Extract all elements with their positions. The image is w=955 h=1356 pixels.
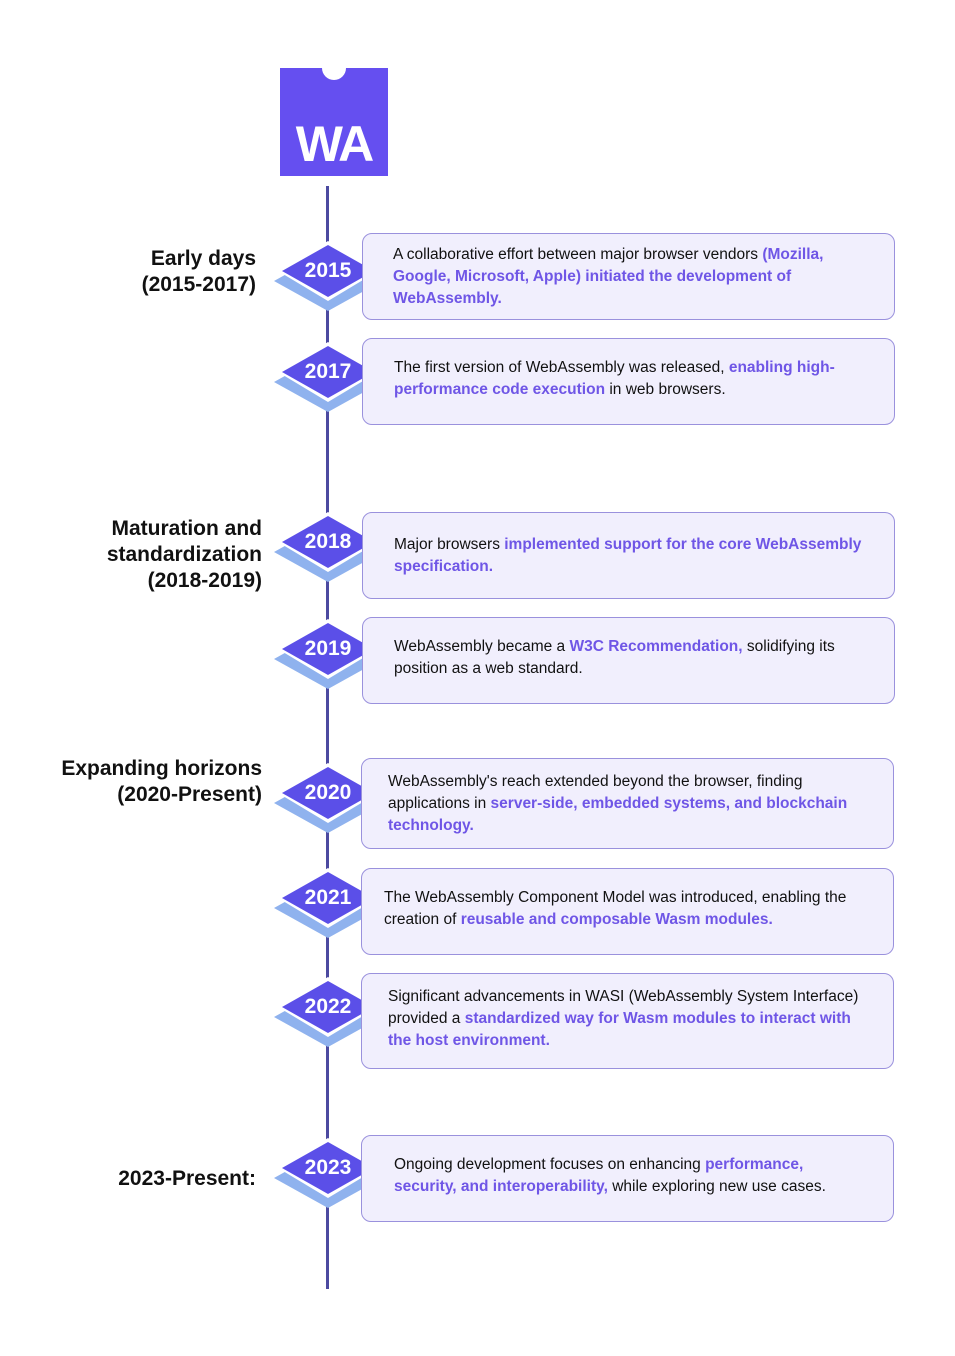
- body-text: WebAssembly's reach extended beyond the …: [388, 773, 803, 812]
- body-text: WebAssembly became a: [394, 638, 570, 655]
- year-label: 2022: [304, 995, 352, 1018]
- phase-label-line: Maturation and: [111, 517, 263, 540]
- diamond-marker-icon: [274, 241, 382, 311]
- milestone-card: [362, 233, 895, 320]
- highlight-text: W3C Recommendation,: [569, 638, 743, 655]
- year-label: 2023: [304, 1156, 352, 1179]
- phase-label: Early days (2015-2017): [142, 246, 256, 298]
- body-text: solidifying its position as a web standa…: [394, 638, 835, 677]
- year-node-2021: 2021: [272, 860, 384, 946]
- year-label: 2021: [304, 886, 352, 909]
- phase-label-line: (2015-2017): [141, 273, 256, 296]
- milestone-description: WebAssembly's reach extended beyond the …: [388, 771, 883, 837]
- phase-label: Expanding horizons (2020-Present): [61, 756, 262, 808]
- milestone-card: [362, 338, 895, 425]
- phase-label-line: 2023-Present:: [118, 1167, 256, 1190]
- body-text: The WebAssembly Component Model was intr…: [384, 889, 847, 928]
- phase-label: 2023-Present:: [118, 1166, 256, 1192]
- diamond-marker-icon: [274, 1138, 382, 1208]
- diamond-marker-icon: [274, 619, 382, 689]
- timeline-axis: [326, 186, 329, 1289]
- milestone-description: WebAssembly became a W3C Recommendation,…: [394, 636, 874, 680]
- highlight-text: standardized way for Wasm modules to int…: [388, 1010, 851, 1049]
- year-node-2017: 2017: [272, 334, 384, 420]
- milestone-card: [361, 758, 894, 849]
- diamond-marker-icon: [274, 977, 382, 1047]
- milestone-description: The WebAssembly Component Model was intr…: [384, 887, 864, 931]
- webassembly-logo: [280, 68, 388, 176]
- year-label: 2018: [304, 530, 352, 553]
- year-label: 2017: [304, 360, 352, 383]
- milestone-card: [361, 973, 894, 1069]
- diamond-marker-icon: [274, 868, 382, 938]
- year-node-2020: 2020: [272, 755, 384, 841]
- body-text: Major browsers: [394, 536, 505, 553]
- year-node-2018: 2018: [272, 504, 384, 590]
- logo-notch: [322, 62, 346, 80]
- body-text: A collaborative effort between major bro…: [393, 246, 763, 263]
- diamond-marker-icon: [274, 763, 382, 833]
- body-text: in web browsers.: [605, 381, 726, 398]
- logo-text: WA: [295, 116, 375, 172]
- year-node-2015: 2015: [272, 233, 384, 319]
- body-text: The first version of WebAssembly was rel…: [394, 359, 729, 376]
- phase-label-line: standardization: [106, 543, 262, 566]
- year-node-2023: 2023: [272, 1130, 384, 1216]
- phase-label: Maturation and standardization (2018-2019): [107, 516, 262, 594]
- milestone-description: Major browsers implemented support for t…: [394, 534, 874, 578]
- milestone-description: Significant advancements in WASI (WebAss…: [388, 986, 868, 1052]
- milestone-description: A collaborative effort between major bro…: [393, 244, 873, 310]
- highlight-text: enabling high-performance code execution: [394, 359, 835, 398]
- milestone-description: The first version of WebAssembly was rel…: [394, 357, 874, 401]
- body-text: Significant advancements in WASI (WebAss…: [388, 988, 859, 1027]
- year-label: 2020: [304, 781, 352, 804]
- year-node-2019: 2019: [272, 611, 384, 697]
- highlight-text: reusable and composable Wasm modules.: [460, 911, 773, 928]
- highlight-text: performance, security, and interoperabil…: [394, 1156, 804, 1195]
- body-text: Ongoing development focuses on enhancing: [394, 1156, 706, 1173]
- phase-label-line: Early days: [150, 247, 256, 270]
- phase-label-line: (2020-Present): [117, 783, 262, 806]
- milestone-card: [362, 512, 895, 599]
- phase-label-line: Expanding horizons: [61, 757, 262, 780]
- year-label: 2019: [304, 637, 352, 660]
- highlight-text: server-side, embedded systems, and block…: [388, 795, 848, 834]
- year-label: 2015: [304, 259, 352, 282]
- body-text: while exploring new use cases.: [607, 1178, 826, 1195]
- year-node-2022: 2022: [272, 969, 384, 1055]
- highlight-text: (Mozilla, Google, Microsoft, Apple) init…: [393, 246, 824, 307]
- phase-label-line: (2018-2019): [147, 569, 262, 592]
- milestone-card: [361, 868, 894, 955]
- diamond-marker-icon: [274, 342, 382, 412]
- milestone-card: [361, 1135, 894, 1222]
- milestone-card: [362, 617, 895, 704]
- milestone-description: Ongoing development focuses on enhancing…: [394, 1154, 864, 1198]
- diamond-marker-icon: [274, 512, 382, 582]
- highlight-text: implemented support for the core WebAsse…: [394, 536, 862, 575]
